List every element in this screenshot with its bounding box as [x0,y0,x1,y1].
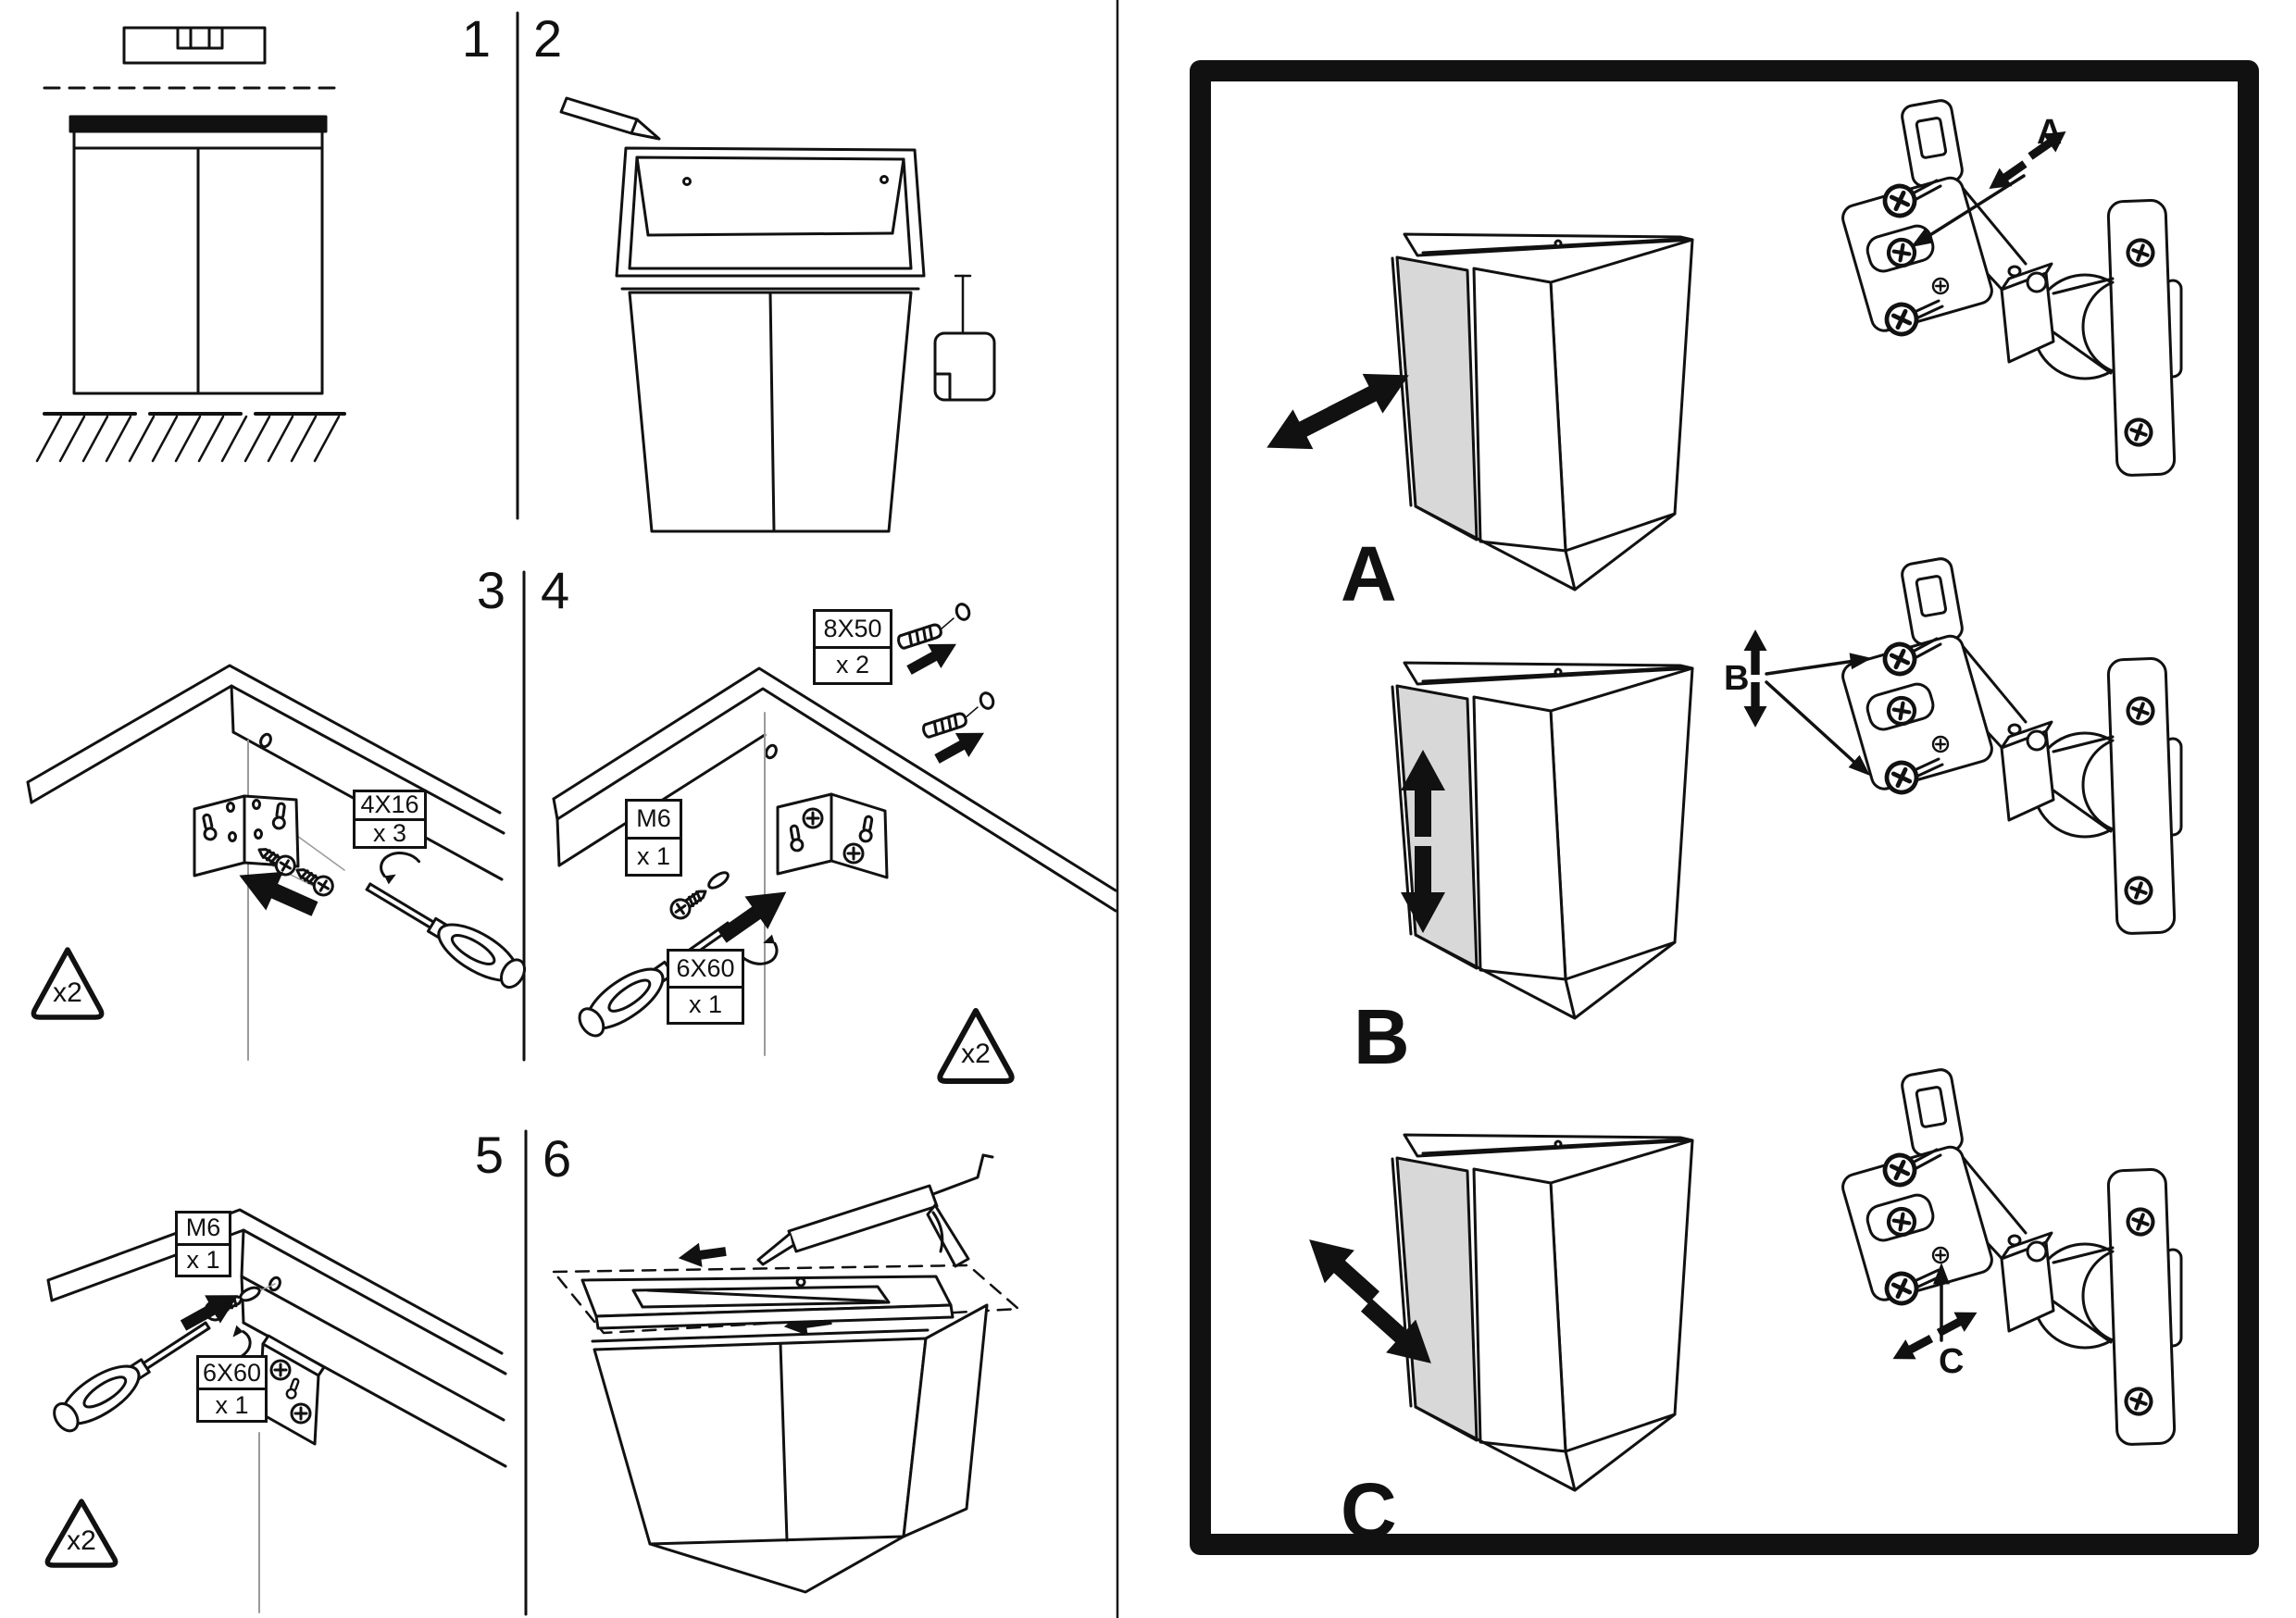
step6-scene [552,1153,1020,1594]
part-size: M6 [178,1214,229,1246]
washer-icon [707,871,730,890]
pointer-line [1916,174,2026,244]
angle-bracket-icon [193,794,300,877]
panel-row-c [1292,1068,2181,1492]
dividers [516,0,1119,1618]
hinge-letter-c: C [1939,1342,1965,1381]
adjust-arrow [1887,1327,1938,1370]
adjust-arrow [1254,387,1356,469]
spirit-level-icon [122,26,267,65]
panel-row-b [1391,557,2181,1020]
part-size: 6X60 [199,1358,265,1390]
hinge-diagram [1840,557,2181,934]
step3-scene [26,664,533,1061]
part-qty: x 2 [835,651,870,679]
bolt-and-washer [201,1286,261,1325]
pointer-line [1765,658,1863,676]
hinge-diagram [1840,99,2181,476]
hinge-diagram [1840,1068,2181,1445]
screwdriver-icon [45,1308,219,1440]
warning-triangle [44,1499,119,1568]
rotation-arrow-icon [377,848,422,890]
repeat-badge-label: x2 [961,1039,991,1069]
part-qty: x 1 [636,841,671,870]
bolt-and-washer [666,871,730,924]
step5-scene [44,1208,507,1613]
part-label-6x60: 6X60 x 1 [667,949,744,1025]
adjustment-frame [1190,60,2259,1555]
cabinet-front-view [69,115,328,395]
part-qty: x 1 [186,1245,220,1274]
insert-arrow [709,874,800,955]
cabinet-open-top [615,146,926,533]
step-number-1: 1 [461,9,491,68]
placement-arrow [676,1238,729,1272]
corner-rails [46,1208,507,1468]
hinge-letter-a: A [2037,113,2063,152]
washer-icon [239,1286,261,1302]
cabinet-iso-sink [591,1303,989,1594]
part-size: 6X60 [669,952,742,989]
panel-row-a [1254,99,2181,591]
mounted-bracket-icon [257,1334,326,1446]
measuring-tape-icon [933,274,996,402]
part-qty: x 3 [372,818,407,847]
screw-icon [291,860,338,901]
dashed-outline [552,1263,1020,1335]
step1-scene [35,26,346,463]
section-letter-a: A [1341,530,1397,617]
part-label-6x60: 6X60 x 1 [196,1355,268,1423]
step-number-6: 6 [543,1129,572,1188]
cabinet-iso [1391,661,1694,1020]
pencil-icon [559,96,661,141]
step-number-2: 2 [533,9,563,68]
pointer-line [1765,680,1861,768]
angle-bracket-icon [776,792,889,879]
part-qty: x 1 [688,990,723,1019]
section-letter-c: C [1341,1467,1397,1554]
hinge-letter-b: B [1724,659,1750,698]
repeat-badge-label: x2 [53,977,82,1008]
step-number-3: 3 [476,561,505,619]
step-number-5: 5 [474,1126,504,1184]
adjust-arrow [1292,1221,1391,1316]
part-size: 4X16 [356,792,424,821]
part-size: M6 [628,802,680,840]
part-label-8x50: 8X50 x 2 [813,609,892,685]
section-letter-b: B [1354,993,1410,1080]
step-number-4: 4 [541,561,570,619]
repeat-badge-label: x2 [67,1525,96,1556]
part-label-m6: M6 x 1 [625,799,682,877]
part-label-m6: M6 x 1 [175,1211,231,1277]
floor-hatching [35,412,346,463]
cabinet-iso [1391,232,1694,591]
part-label-4x16: 4X16 x 3 [353,790,427,849]
part-qty: x 1 [215,1390,249,1419]
wall-plug-icon [920,691,995,772]
wall-plug-icon [895,603,971,683]
screwdriver-icon [357,869,533,997]
step4-scene [552,603,1117,1084]
sink-top [580,1275,955,1330]
warning-triangle [31,947,105,1020]
step2-scene [559,96,996,533]
cabinet-iso [1391,1133,1694,1492]
warning-triangle [937,1008,1015,1084]
part-size: 8X50 [816,612,890,649]
caulk-gun-icon [756,1153,994,1268]
